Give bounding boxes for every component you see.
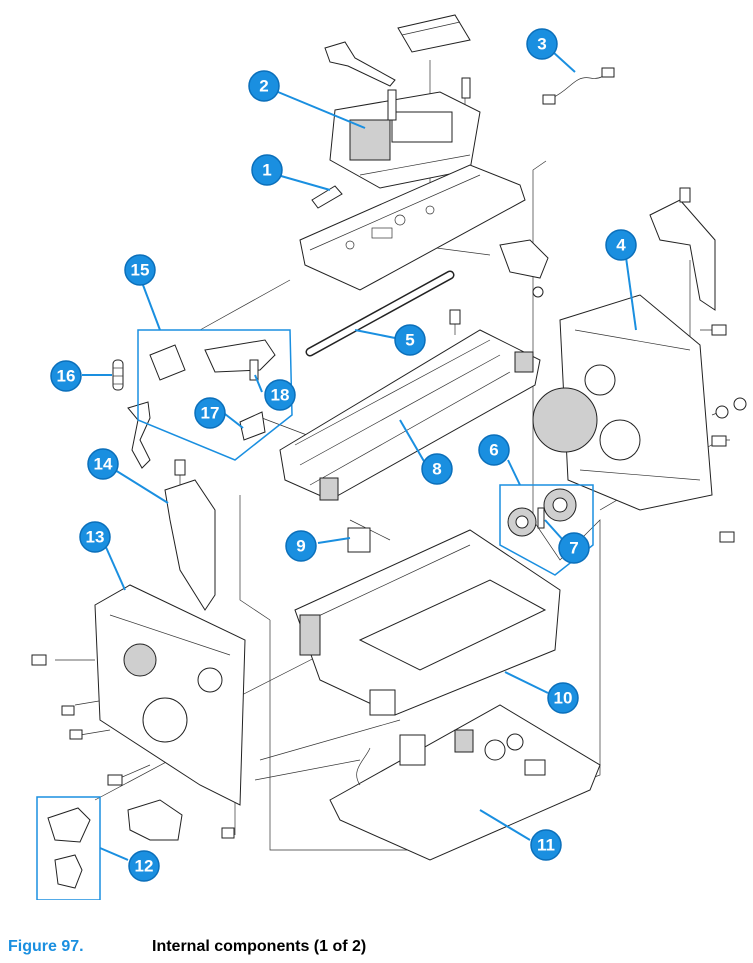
callout-7: 7 (558, 532, 590, 564)
callout-9: 9 (285, 530, 317, 562)
callout-3: 3 (526, 28, 558, 60)
power-supply-board (329, 704, 601, 861)
pressure-roller (305, 270, 455, 357)
svg-text:4: 4 (616, 236, 626, 255)
spring (112, 359, 124, 391)
screws-left (31, 654, 235, 839)
callout-16: 16 (50, 360, 82, 392)
pickup-roller (347, 527, 371, 553)
top-frame (299, 164, 526, 291)
callout-13: 13 (79, 521, 111, 553)
callout-8: 8 (421, 453, 453, 485)
svg-text:14: 14 (94, 455, 113, 474)
latch-assembly (149, 339, 276, 441)
callout-15: 15 (124, 254, 156, 286)
base-chassis (294, 529, 561, 716)
callout-11: 11 (530, 829, 562, 861)
callout-12: 12 (128, 850, 160, 882)
screws-right (711, 324, 747, 543)
leader-lines (82, 51, 637, 861)
carriage-assembly (329, 77, 481, 189)
callout-1: 1 (251, 154, 283, 186)
screw (449, 309, 461, 325)
svg-text:18: 18 (271, 386, 290, 405)
callout-18: 18 (264, 379, 296, 411)
svg-text:16: 16 (57, 367, 76, 386)
sensor-cable (542, 67, 615, 105)
svg-text:3: 3 (537, 35, 546, 54)
figure-title: Internal components (1 of 2) (152, 938, 367, 955)
gear-set (507, 488, 577, 537)
figure-number: Figure 97. (8, 938, 84, 955)
svg-text:8: 8 (432, 460, 441, 479)
small-bracket (127, 799, 183, 841)
exploded-parts-diagram: 1 2 3 4 5 6 7 8 9 10 11 12 13 14 15 16 1… (31, 14, 747, 900)
lever-arm (324, 41, 396, 87)
door-hinge-parts (47, 807, 91, 889)
svg-text:5: 5 (405, 331, 414, 350)
svg-text:9: 9 (296, 537, 305, 556)
svg-text:10: 10 (554, 689, 573, 708)
svg-text:11: 11 (537, 836, 555, 855)
callout-10: 10 (547, 682, 579, 714)
svg-text:13: 13 (86, 528, 105, 547)
callout-4: 4 (605, 229, 637, 261)
svg-text:15: 15 (131, 261, 150, 280)
ribbon-cable (311, 185, 343, 209)
film-sheet (397, 14, 471, 53)
right-bracket (649, 187, 716, 311)
group-box-12 (36, 796, 101, 900)
paper-guide-assembly (279, 329, 541, 501)
svg-text:12: 12 (135, 857, 154, 876)
callout-17: 17 (194, 397, 226, 429)
callout-6: 6 (478, 434, 510, 466)
svg-text:2: 2 (259, 77, 268, 96)
svg-text:7: 7 (569, 539, 578, 558)
link-rod (127, 401, 151, 469)
bracket (499, 239, 549, 298)
right-side-frame (532, 294, 713, 511)
svg-text:6: 6 (489, 441, 498, 460)
svg-text:1: 1 (262, 161, 271, 180)
left-bracket (164, 459, 216, 611)
figure-caption: Figure 97. Internal components (1 of 2) (8, 938, 748, 960)
group-box-15 (137, 329, 293, 461)
callout-5: 5 (394, 324, 426, 356)
callout-14: 14 (87, 448, 119, 480)
callout-2: 2 (248, 70, 280, 102)
svg-text:17: 17 (201, 404, 220, 423)
left-side-frame (94, 584, 246, 806)
